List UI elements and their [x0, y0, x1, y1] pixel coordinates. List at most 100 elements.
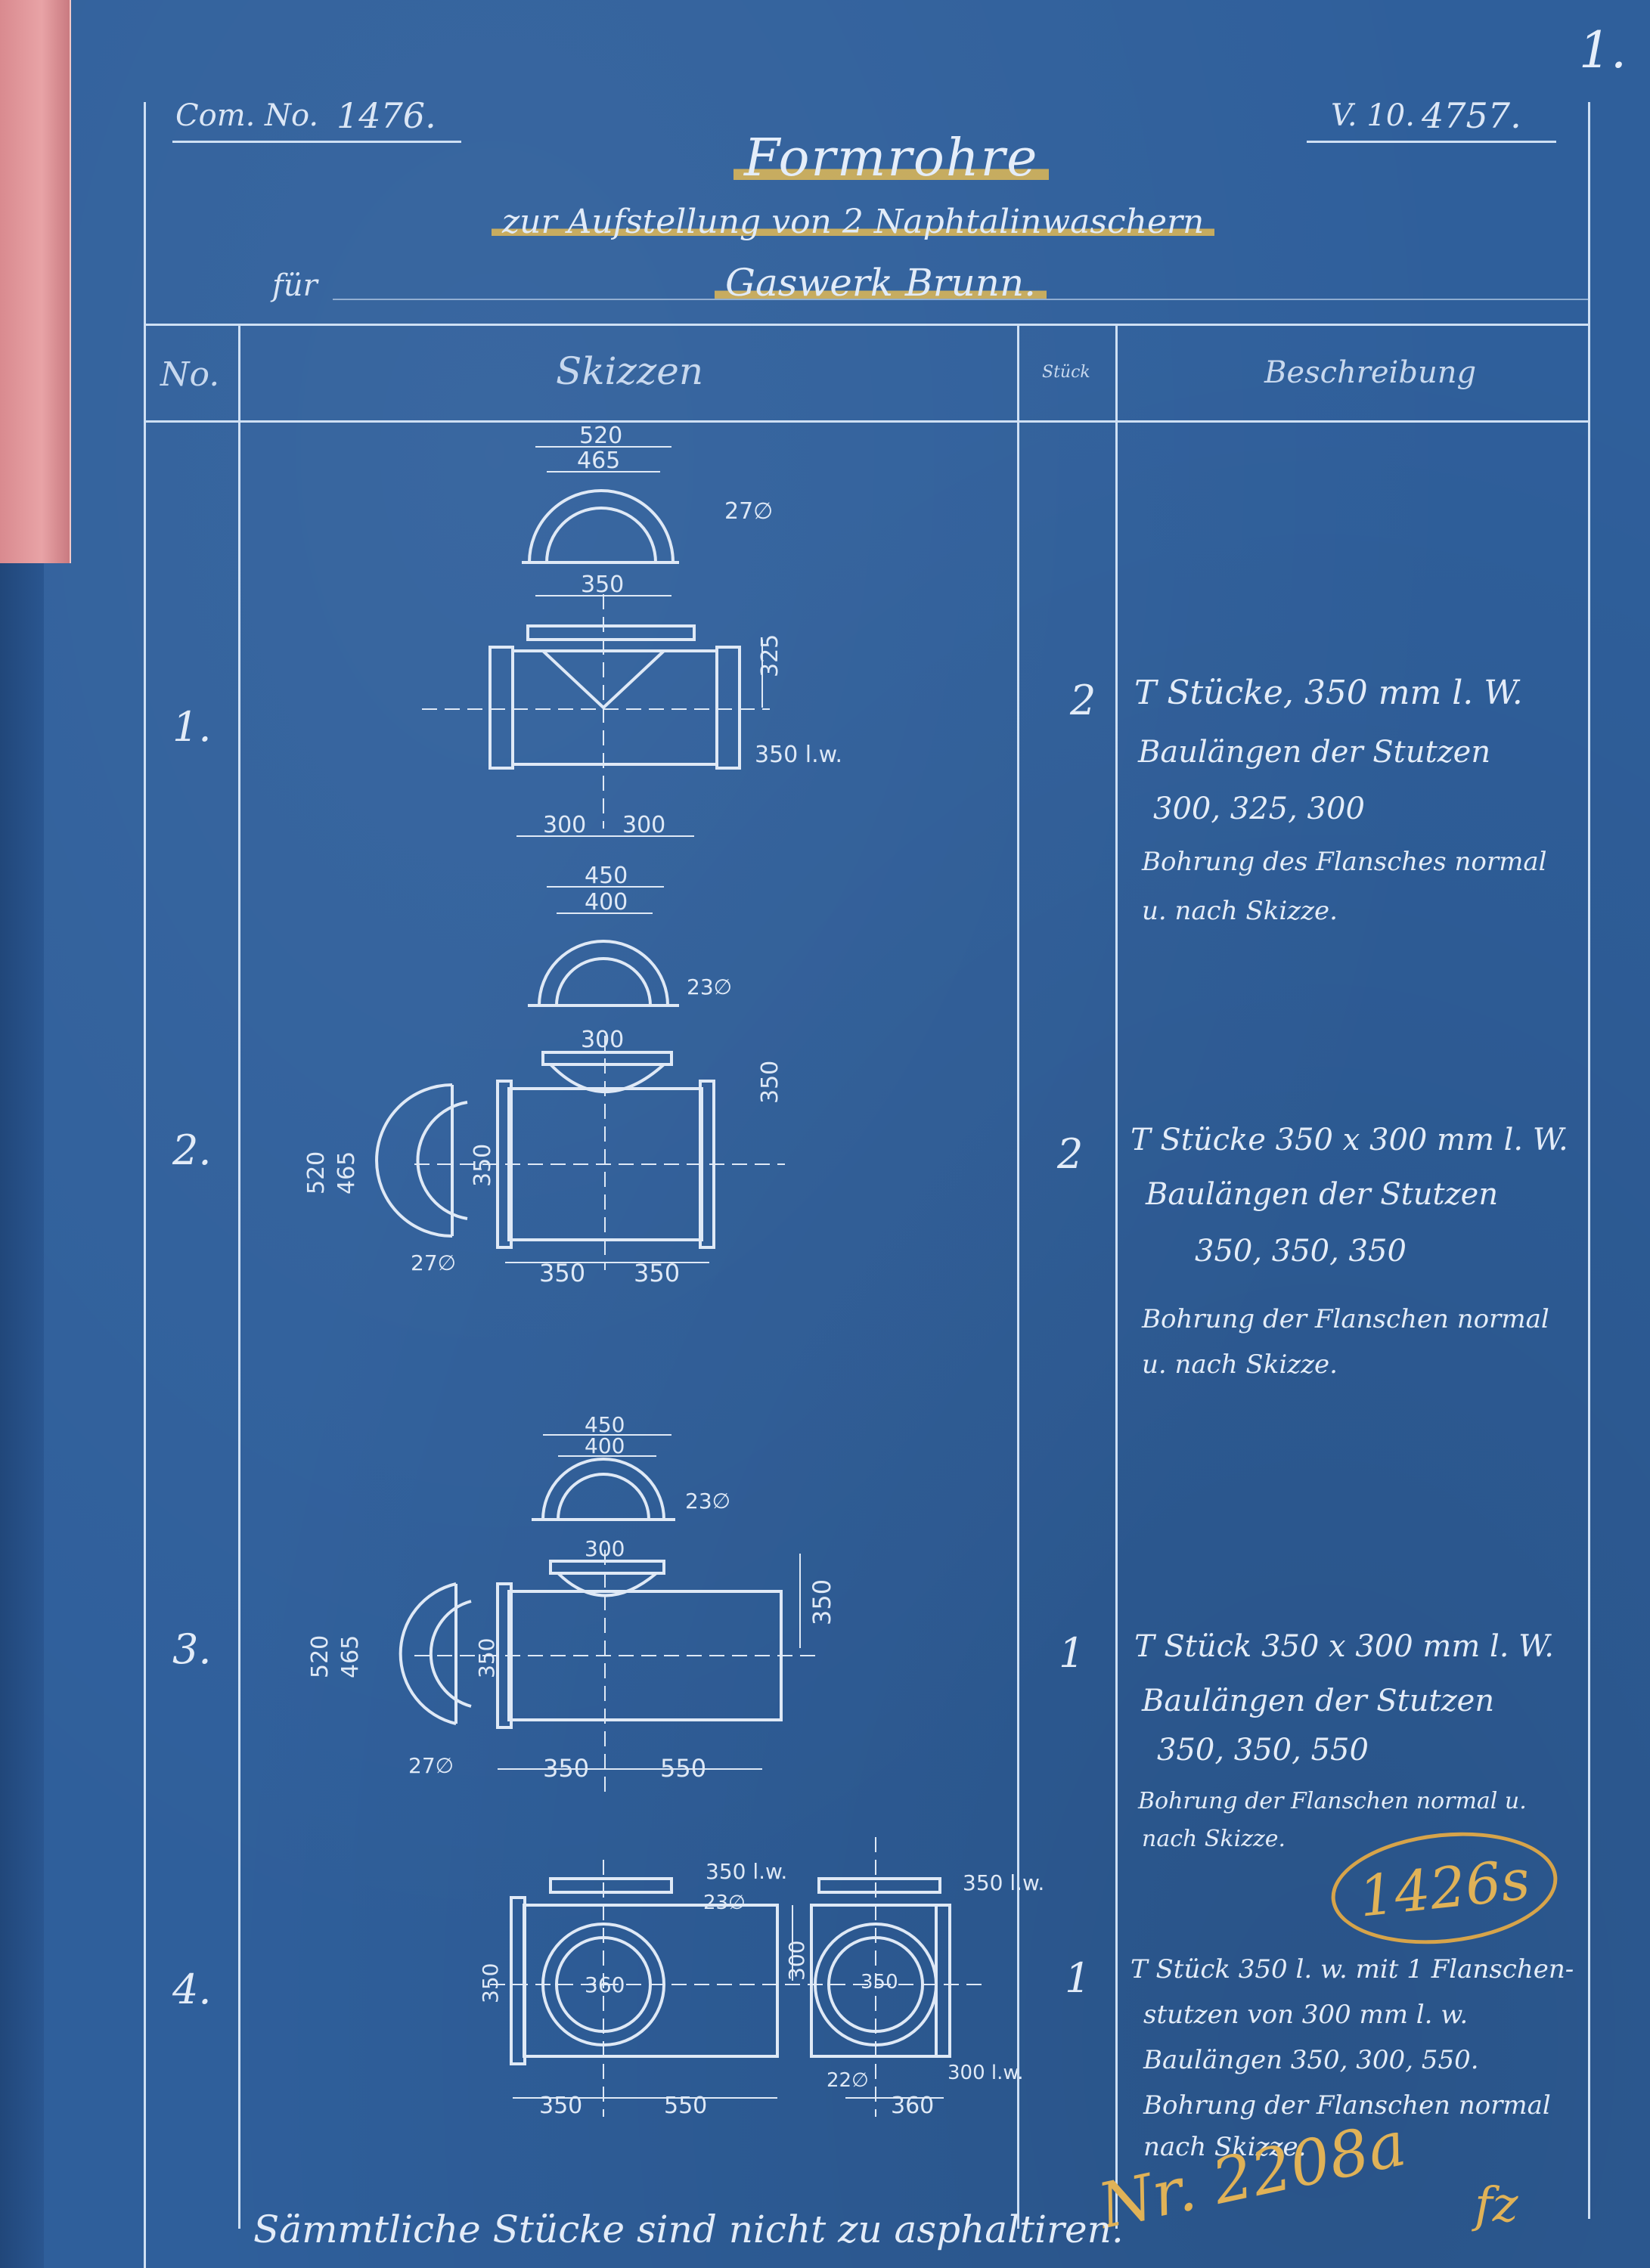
sketch-2-dim-350-left: 350	[470, 1144, 496, 1187]
sketch-4-tee: 350 l.w. 350 l.w. 23∅ 300 360 350 350 22…	[478, 1837, 1044, 2119]
sketch-2-dim-350-right: 350	[757, 1061, 783, 1104]
sketch-1-top-flange	[526, 624, 696, 641]
desc-2-line-1: T Stücke 350 x 300 mm l. W.	[1130, 1123, 1568, 1157]
sketch-3-dim-520: 520	[307, 1635, 333, 1678]
sketch-1-tee: 520 465 27∅ 350 325 350 l.w. 300 300	[422, 423, 842, 838]
desc-1-line-2: Baulängen der Stutzen	[1138, 735, 1491, 770]
sketch-1-dim-520: 520	[579, 423, 622, 449]
client-name: Gaswerk Brunn.	[715, 261, 1047, 305]
col-divider-no	[238, 324, 240, 2229]
sketch-1-dim-325: 325	[757, 634, 783, 677]
sketch-2-dim-450: 450	[585, 863, 628, 889]
desc-2-line-4: Bohrung der Flanschen normal	[1142, 1304, 1549, 1334]
desc-4-line-5: nach Skizze.	[1143, 2132, 1307, 2162]
paper-tab	[0, 0, 71, 563]
sketch-1-lw: 350 l.w.	[755, 742, 842, 768]
com-label: Com. No.	[175, 98, 319, 133]
desc-3-line-1: T Stück 350 x 300 mm l. W.	[1134, 1629, 1555, 1664]
desc-1-line-4: Bohrung des Flansches normal	[1142, 847, 1547, 877]
sketch-1-dim-465: 465	[577, 448, 620, 474]
sketch-1-bolt: 27∅	[724, 498, 773, 525]
sketch-1-flange-arc	[528, 489, 675, 563]
sketch-1-dim-350: 350	[581, 572, 624, 598]
sketch-4-right-side-flange	[935, 1904, 951, 2058]
sketch-2-dim-300: 300	[581, 1027, 624, 1053]
sketch-3-tee: 450 400 23∅ 300 350 520 465 350 27∅ 350 …	[307, 1412, 836, 1799]
desc-4-line-2: stutzen von 300 mm l. w.	[1143, 2000, 1469, 2030]
sketch-4-dim-300v: 300	[784, 1941, 809, 1981]
sketch-4-left-side-flange	[510, 1896, 526, 2065]
qty-3: 1	[1059, 1629, 1085, 1677]
desc-1-line-5: u. nach Skizze.	[1142, 896, 1338, 926]
desc-1-line-1: T Stücke, 350 mm l. W.	[1134, 674, 1523, 712]
desc-1-line-3: 300, 325, 300	[1153, 792, 1365, 826]
sketch-3-dim-465: 465	[337, 1635, 364, 1678]
fur-label: für	[272, 268, 318, 303]
header-bottom-rule	[144, 420, 1588, 423]
sketch-1-dim-300b: 300	[622, 812, 665, 838]
desc-2-line-3: 350, 350, 350	[1195, 1234, 1407, 1269]
sketch-2-tee: 450 400 23∅ 300 350 520 465 350 27∅ 350 …	[303, 863, 785, 1287]
page-subtitle: zur Aufstellung von 2 Naphtalinwaschern	[492, 203, 1215, 241]
right-border	[1588, 102, 1590, 2219]
sheet-edge	[0, 563, 44, 2268]
desc-4-line-1: T Stück 350 l. w. mit 1 Flanschen-	[1130, 1954, 1574, 1984]
archive-annotation: Nr. 2208a	[1092, 2108, 1413, 2243]
sketch-3-dim-450: 450	[585, 1412, 625, 1437]
page-title: Formrohre	[734, 129, 1050, 188]
sketch-2-top-arc	[538, 940, 669, 1006]
desc-4-line-4: Bohrung der Flanschen normal	[1143, 2090, 1551, 2121]
sketch-3-side-arc	[399, 1582, 457, 1725]
sketch-2-top-flange	[541, 1051, 673, 1066]
page-number: 1.	[1579, 21, 1627, 79]
col-divider-qty	[1115, 324, 1118, 2229]
qty-2: 2	[1057, 1130, 1084, 1178]
sketch-2-bolt-top: 23∅	[687, 974, 732, 999]
sketch-2-dim-350a: 350	[539, 1259, 585, 1287]
row-number-4: 4.	[172, 1966, 212, 2013]
desc-3-line-2: Baulängen der Stutzen	[1142, 1684, 1495, 1718]
header-top-rule	[144, 324, 1588, 326]
sketch-4-lw300: 300 l.w.	[948, 2062, 1024, 2084]
sketch-1-dim-300a: 300	[543, 812, 586, 838]
col-header-sketches: Skizzen	[556, 349, 704, 393]
sketch-3-bolt-side: 27∅	[408, 1753, 454, 1778]
sketch-4-lw2: 350 l.w.	[963, 1870, 1044, 1895]
sketch-4-dim-350a: 350	[539, 2093, 582, 2119]
desc-3-line-5: nach Skizze.	[1142, 1826, 1286, 1852]
archive-initials: fz	[1475, 2177, 1518, 2233]
sketch-3-top-flange	[549, 1560, 665, 1575]
sketch-4-dim-550: 550	[664, 2093, 707, 2119]
left-border	[144, 102, 146, 2268]
sketch-4-lw1: 350 l.w.	[706, 1859, 787, 1884]
sketch-3-dim-350a: 350	[543, 1754, 589, 1783]
qty-1: 2	[1070, 677, 1096, 724]
col-header-pieces: Stück	[1042, 363, 1090, 382]
col-header-description: Beschreibung	[1264, 355, 1477, 390]
sketch-4-left-top-flange	[549, 1877, 673, 1894]
sketch-3-bolt-top: 23∅	[685, 1489, 730, 1514]
sketch-3-dim-400: 400	[585, 1433, 625, 1458]
desc-3-line-4: Bohrung der Flanschen normal u.	[1138, 1788, 1527, 1814]
sketch-3-dim-550: 550	[660, 1754, 706, 1783]
row-number-2: 2.	[172, 1126, 212, 1174]
v-number: 4757.	[1422, 95, 1521, 136]
sketch-2-dim-350b: 350	[634, 1259, 680, 1287]
desc-2-line-2: Baulängen der Stutzen	[1146, 1177, 1499, 1212]
sketch-1-flange-arc-inner	[545, 507, 657, 563]
sketch-1-right-flange	[715, 646, 741, 770]
com-underline	[172, 141, 461, 143]
qty-4: 1	[1065, 1954, 1091, 2002]
desc-3-line-3: 350, 350, 550	[1157, 1733, 1369, 1768]
row-number-1: 1.	[172, 703, 212, 751]
sketch-2-dim-465: 465	[333, 1151, 360, 1194]
sketch-3-dim-350-right: 350	[808, 1579, 836, 1625]
sketch-4-bolt1: 23∅	[703, 1892, 746, 1914]
sketch-4-dim-360b: 360	[891, 2093, 934, 2119]
col-divider-sketch	[1017, 324, 1019, 2229]
sketch-3-top-arc	[541, 1458, 665, 1520]
sketch-4-dim-350-left: 350	[478, 1963, 503, 2003]
fur-dotted-line	[333, 299, 1588, 300]
footer-note: Sämmtliche Stücke sind nicht zu asphalti…	[253, 2208, 1124, 2251]
desc-4-line-3: Baulängen 350, 300, 550.	[1143, 2045, 1479, 2075]
